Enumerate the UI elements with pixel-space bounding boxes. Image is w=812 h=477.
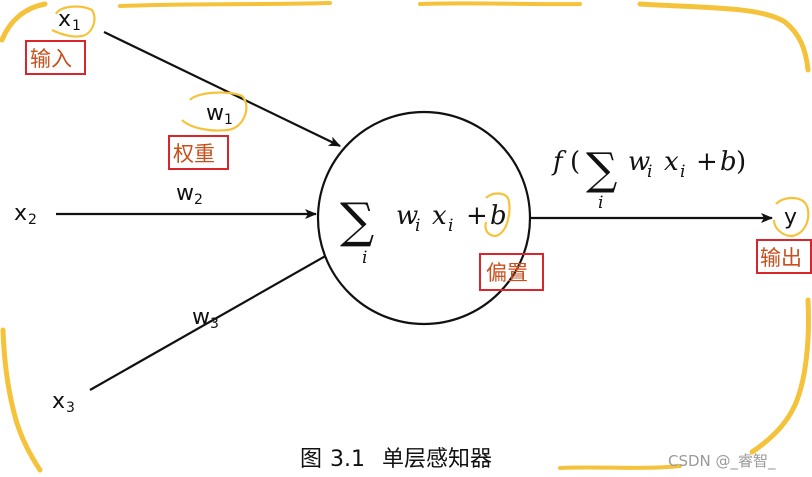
output-y-label: y [784, 205, 797, 230]
neuron-bias: b [490, 201, 507, 231]
neuron-formula: ∑ i w i x i + b [340, 193, 507, 268]
highlight-frame-top-left [0, 1, 48, 43]
activation-f: f [551, 147, 567, 177]
figure-caption: 图 3.1 单层感知器 [300, 447, 492, 472]
activation-w-index: i [647, 162, 652, 182]
neuron-w-index: i [415, 216, 420, 236]
weight-w1-label: w 1 [206, 101, 233, 128]
weight-w3-base: w [192, 305, 210, 330]
weight-w1-base: w [206, 101, 224, 126]
annotation-input: 输入 [30, 47, 72, 71]
activation-open-paren: ( [570, 147, 580, 177]
highlight-output-y [772, 196, 810, 238]
neuron-circle [316, 110, 532, 326]
arrow-x1-to-neuron [103, 31, 341, 147]
annotation-input-box [25, 40, 86, 75]
activation-close-paren: ) [736, 147, 746, 177]
activation-x: x [664, 147, 679, 177]
input-x2-base: x [14, 201, 27, 226]
neuron-w: w [396, 201, 418, 231]
activation-x-index: i [680, 162, 685, 182]
input-x3-base: x [52, 389, 65, 414]
input-x1-sub: 1 [72, 18, 81, 34]
activation-w: w [628, 147, 650, 177]
highlight-w1 [181, 91, 248, 132]
activation-bias: b [720, 147, 737, 177]
input-x3-sub: 3 [66, 400, 75, 416]
activation-plus: + [696, 147, 718, 177]
weight-w2-base: w [176, 181, 194, 206]
weight-w3-sub: 3 [210, 316, 219, 332]
weight-w1-sub: 1 [224, 112, 233, 128]
highlight-frame-bottom-right [558, 464, 682, 470]
caption-number: 3.1 [330, 447, 365, 472]
weight-w2-label: w 2 [176, 181, 203, 208]
highlight-frame-top [118, 1, 582, 8]
input-x3-label: x 3 [52, 389, 75, 416]
arrow-x3-to-neuron [89, 249, 337, 391]
caption-title: 单层感知器 [382, 447, 492, 472]
activation-formula: f ( ∑ i w i x i + b ) [551, 144, 746, 213]
neuron-x-index: i [448, 216, 453, 236]
activation-sum-symbol: ∑ [586, 144, 617, 195]
neuron-sum-symbol: ∑ [340, 193, 374, 249]
input-x2-sub: 2 [28, 212, 37, 228]
csdn-watermark: CSDN @_睿智_ [668, 452, 776, 471]
input-x1-label: x 1 [58, 7, 81, 34]
input-x2-label: x 2 [14, 201, 37, 228]
neuron-sum-index: i [362, 248, 367, 268]
caption-prefix: 图 [300, 447, 322, 472]
neuron-x: x [432, 201, 447, 231]
annotation-output-box [756, 239, 812, 274]
activation-sum-index: i [598, 193, 603, 213]
input-x1-base: x [58, 7, 71, 32]
neuron-plus: + [466, 201, 488, 231]
highlight-frame-top-right [637, 1, 811, 73]
weight-w2-sub: 2 [194, 192, 203, 208]
highlight-x1 [51, 5, 96, 38]
highlight-frame-right [749, 297, 811, 455]
annotation-weight-box [168, 135, 229, 170]
highlight-bias [484, 192, 511, 238]
annotation-weight: 权重 [173, 142, 215, 166]
annotation-output: 输出 [760, 246, 802, 270]
annotation-bias-box [479, 253, 544, 291]
weight-w3-label: w 3 [192, 305, 219, 332]
annotation-bias: 偏置 [486, 261, 528, 285]
highlight-frame-left [0, 327, 43, 473]
